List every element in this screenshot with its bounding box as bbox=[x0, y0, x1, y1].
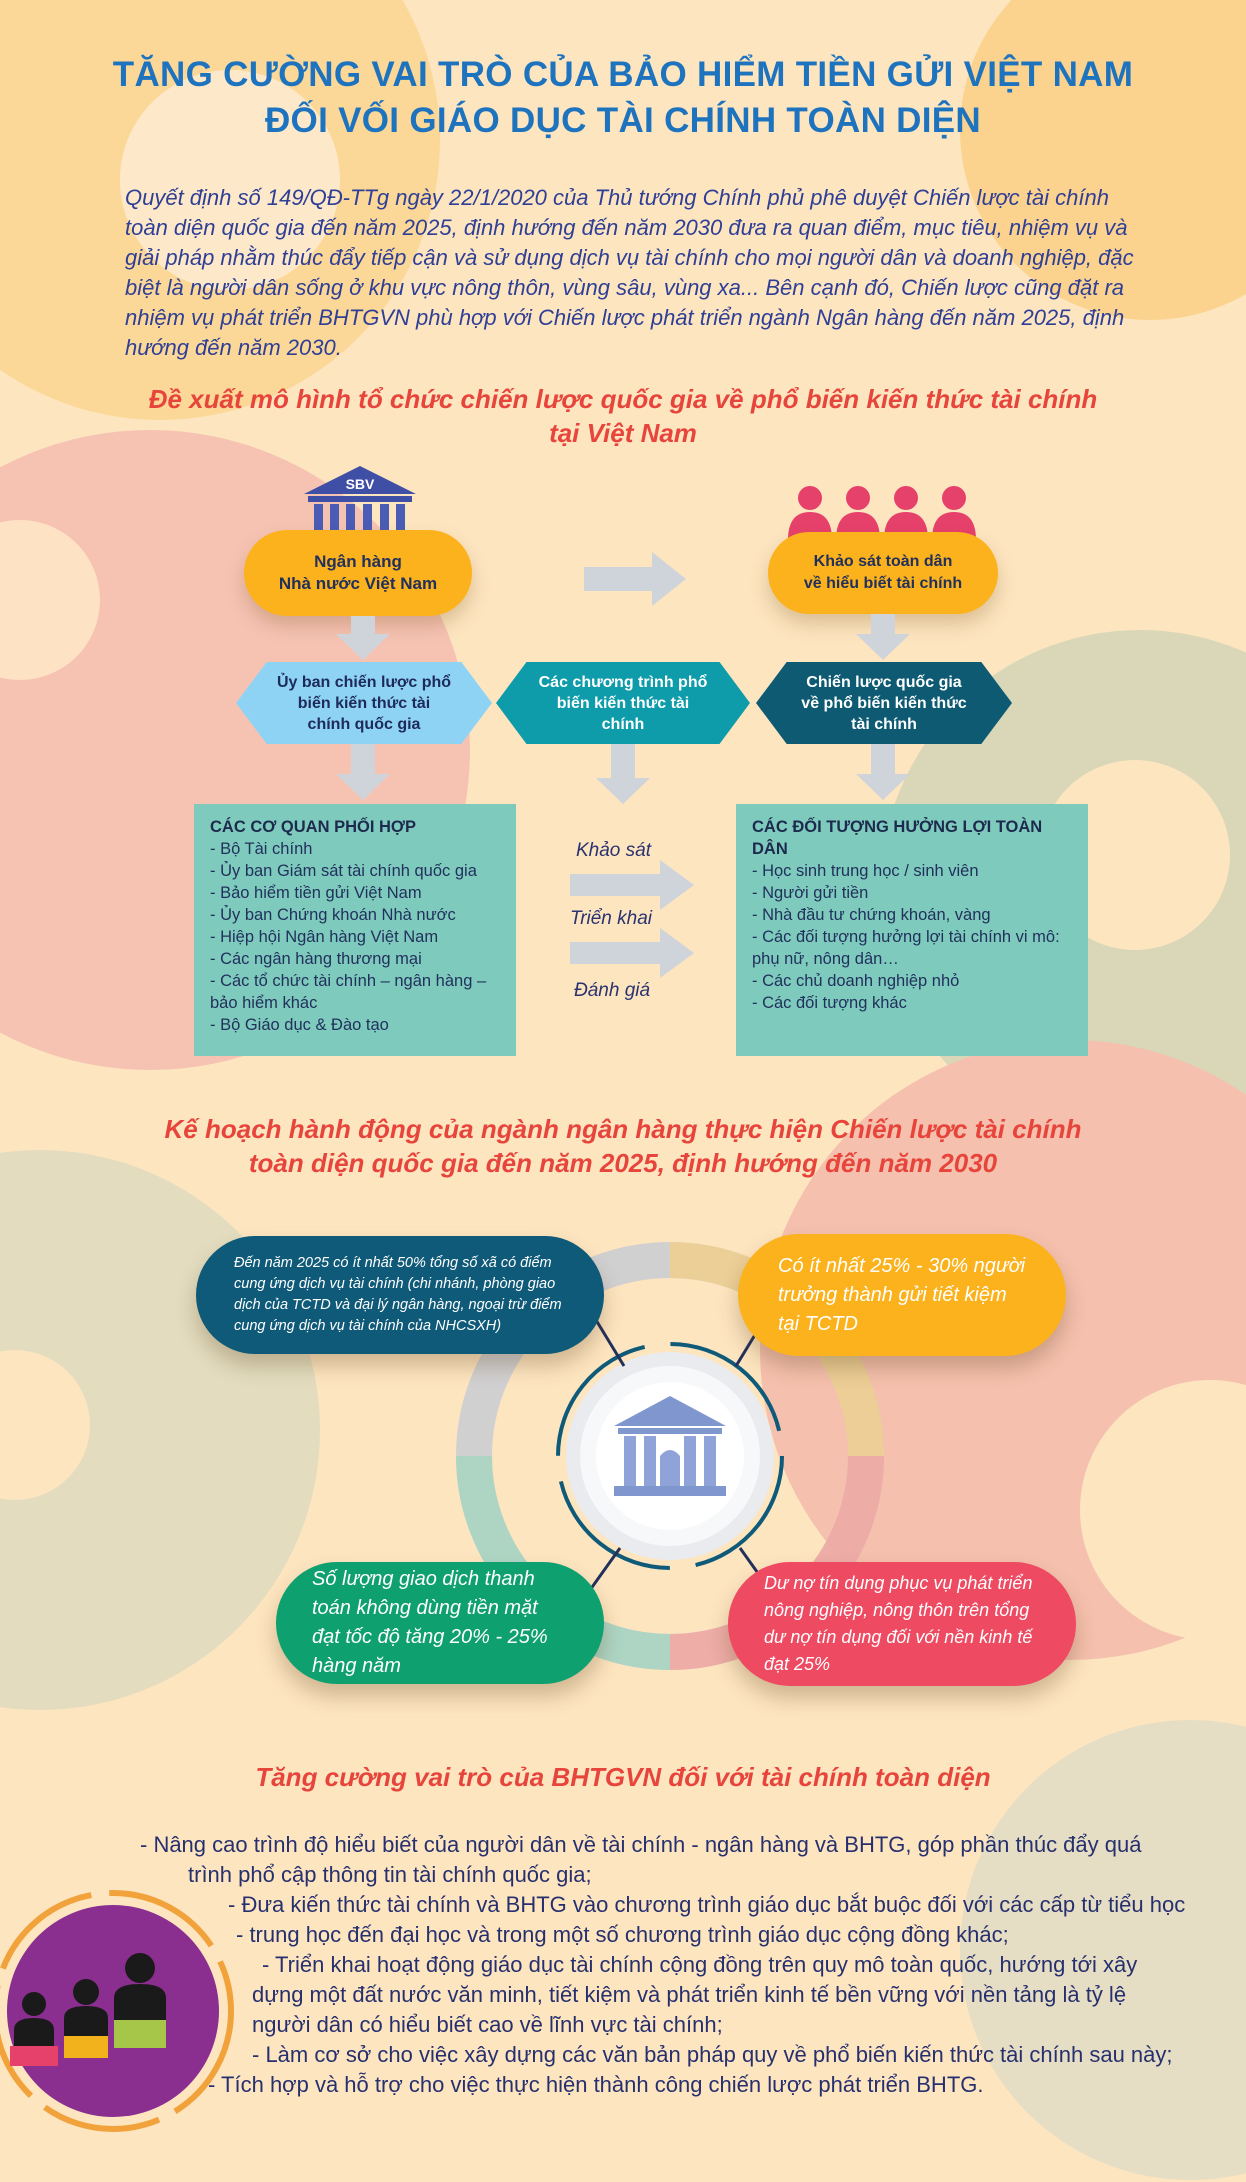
label-deploy: Triển khai bbox=[570, 908, 653, 929]
survey-pill-line-1: Khảo sát toàn dân bbox=[813, 553, 953, 570]
bank-pill-line-2: Nhà nước Việt Nam bbox=[278, 574, 438, 593]
hex-programs: Các chương trình phổ biến kiến thức tài … bbox=[496, 662, 750, 744]
title-line-1: TĂNG CƯỜNG VAI TRÒ CỦA BẢO HIỂM TIỀN GỬI… bbox=[112, 55, 1134, 94]
list-item: - Đưa kiến thức tài chính và BHTG vào ch… bbox=[228, 1892, 1186, 1947]
list-item: - Bộ Giáo dục & Đào tạo bbox=[210, 1016, 389, 1034]
arrow-right-icon bbox=[570, 928, 694, 978]
list-item: - Làm cơ sở cho việc xây dựng các văn bả… bbox=[252, 2042, 1173, 2067]
list-item: - Nâng cao trình độ hiểu biết của người … bbox=[140, 1832, 1142, 1887]
panel-heading: CÁC ĐỐI TƯỢNG HƯỞNG LỢI TOÀN DÂN bbox=[752, 818, 1043, 858]
bubble-savings: Có ít nhất 25% - 30% người trưởng thành … bbox=[738, 1234, 1066, 1356]
survey-pill-line-2: về hiểu biết tài chính bbox=[803, 575, 963, 592]
list-item: - Tích hợp và hỗ trợ cho việc thực hiện … bbox=[208, 2072, 984, 2097]
label-survey: Khảo sát bbox=[576, 840, 651, 861]
section1-title-line-1: Đề xuất mô hình tổ chức chiến lược quốc … bbox=[148, 384, 1098, 414]
arrow-down-icon bbox=[596, 744, 650, 804]
beneficiary-list: - Học sinh trung học / sinh viên - Người… bbox=[752, 860, 1072, 1014]
label-evaluate: Đánh giá bbox=[574, 980, 651, 1001]
people-podium-icon bbox=[0, 1888, 236, 2134]
arrow-down-icon bbox=[336, 744, 390, 800]
title-line-2: ĐỐI VỐI GIÁO DỤC TÀI CHÍNH TOÀN DIỆN bbox=[264, 101, 981, 140]
list-item: - Người gửi tiền bbox=[752, 884, 869, 902]
list-item: - Các chủ doanh nghiệp nhỏ bbox=[752, 972, 960, 990]
panel-heading: CÁC CƠ QUAN PHỐI HỢP bbox=[210, 818, 416, 836]
bubble-cashless-text: Số lượng giao dịch thanh toán không dùng… bbox=[312, 1568, 548, 1677]
section2-title: Kế hoạch hành động của ngành ngân hàng t… bbox=[90, 1112, 1156, 1180]
section1-title-line-2: tại Việt Nam bbox=[549, 418, 697, 448]
arrow-down-icon bbox=[856, 614, 910, 660]
list-item: - Hiệp hội Ngân hàng Việt Nam bbox=[210, 928, 439, 946]
bubble-service-points: Đến năm 2025 có ít nhất 50% tổng số xã c… bbox=[196, 1236, 604, 1354]
agency-list: - Bộ Tài chính - Ủy ban Giám sát tài chí… bbox=[210, 838, 500, 1036]
section3-title: Tăng cường vai trò của BHTGVN đối với tà… bbox=[255, 1762, 991, 1792]
bubble-service-points-text: Đến năm 2025 có ít nhất 50% tổng số xã c… bbox=[234, 1255, 562, 1334]
list-item: - Ủy ban Chứng khoán Nhà nước bbox=[210, 906, 456, 924]
list-item: - Các đối tượng hưởng lợi tài chính vi m… bbox=[752, 928, 1060, 968]
hex-strategy: Chiến lược quốc gia về phổ biến kiến thứ… bbox=[756, 662, 1012, 744]
list-item: - Các ngân hàng thương mại bbox=[210, 950, 422, 968]
hex-committee: Ủy ban chiến lược phổ biến kiến thức tài… bbox=[236, 662, 492, 744]
list-item: - Học sinh trung học / sinh viên bbox=[752, 862, 979, 880]
section2-title-line-2: toàn diện quốc gia đến năm 2025, định hư… bbox=[248, 1148, 998, 1178]
bank-pill-line-1: Ngân hàng bbox=[314, 552, 402, 571]
intro-paragraph: Quyết định số 149/QĐ-TTg ngày 22/1/2020 … bbox=[125, 185, 1134, 360]
arrow-right-icon bbox=[584, 552, 686, 606]
bank-building-icon bbox=[612, 1394, 728, 1498]
arrow-down-icon bbox=[336, 616, 390, 660]
page-title: TĂNG CƯỜNG VAI TRÒ CỦA BẢO HIỂM TIỀN GỬI… bbox=[60, 52, 1186, 144]
list-item: - Các đối tượng khác bbox=[752, 994, 907, 1012]
arrow-right-icon bbox=[570, 860, 694, 910]
list-item: - Bộ Tài chính bbox=[210, 840, 313, 858]
bank-pill: Ngân hàng Nhà nước Việt Nam bbox=[244, 530, 472, 616]
bubble-agriculture-credit: Dư nợ tín dụng phục vụ phát triển nông n… bbox=[728, 1562, 1076, 1686]
survey-pill: Khảo sát toàn dân về hiểu biết tài chính bbox=[768, 532, 998, 614]
bhtg-role-list: - Nâng cao trình độ hiểu biết của người … bbox=[140, 1830, 1190, 2100]
list-item: - Ủy ban Giám sát tài chính quốc gia bbox=[210, 862, 477, 880]
sbv-label: SBV bbox=[346, 476, 375, 492]
list-item: - Bảo hiểm tiền gửi Việt Nam bbox=[210, 884, 422, 902]
bubble-cashless: Số lượng giao dịch thanh toán không dùng… bbox=[276, 1562, 604, 1684]
section2-title-line-1: Kế hoạch hành động của ngành ngân hàng t… bbox=[164, 1114, 1082, 1144]
bubble-savings-text: Có ít nhất 25% - 30% người trưởng thành … bbox=[778, 1254, 1026, 1335]
list-item: - Triển khai hoạt động giáo dục tài chín… bbox=[252, 1952, 1138, 2037]
list-item: - Các tổ chức tài chính – ngân hàng – bả… bbox=[210, 972, 487, 1012]
section1-title: Đề xuất mô hình tổ chức chiến lược quốc … bbox=[90, 382, 1156, 450]
beneficiaries-panel: CÁC ĐỐI TƯỢNG HƯỞNG LỢI TOÀN DÂN - Học s… bbox=[736, 804, 1088, 1056]
bubble-agriculture-credit-text: Dư nợ tín dụng phục vụ phát triển nông n… bbox=[764, 1573, 1033, 1674]
coordinating-agencies-panel: CÁC CƠ QUAN PHỐI HỢP - Bộ Tài chính - Ủy… bbox=[194, 804, 516, 1056]
arrow-down-icon bbox=[856, 744, 910, 800]
list-item: - Nhà đầu tư chứng khoán, vàng bbox=[752, 906, 991, 924]
